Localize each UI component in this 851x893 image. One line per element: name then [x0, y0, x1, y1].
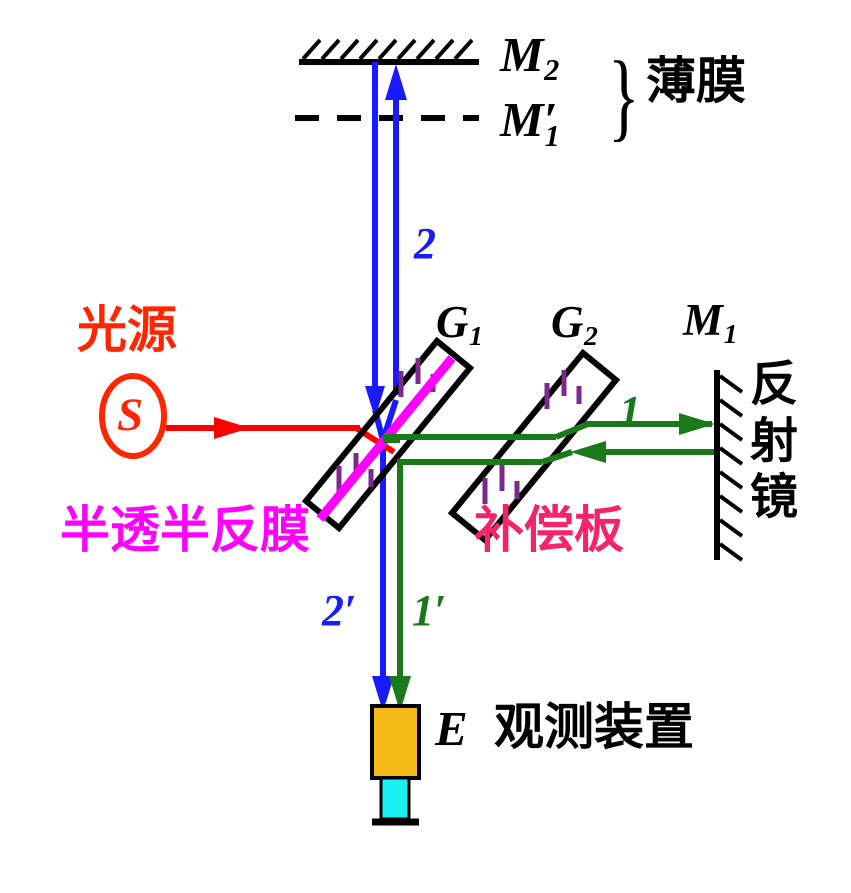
- label-compensator-plate: 补偿板: [474, 501, 624, 559]
- compensator-plate-g2: [447, 348, 621, 545]
- label-thin-film: 薄膜: [646, 52, 746, 110]
- label-reflector-mirror: 反 射 镜: [750, 356, 798, 526]
- label-beam-1: 1: [619, 387, 641, 436]
- label-compensator-g2: G2: [551, 297, 598, 353]
- label-mirror-m2: M2: [500, 27, 560, 88]
- label-beam-2-prime: 2′: [322, 586, 357, 635]
- reflector-char-1: 射: [750, 412, 799, 469]
- label-detector-text: 观测装置: [494, 698, 694, 756]
- mirror-m1: [714, 370, 744, 562]
- label-splitter-g1: G1: [436, 297, 483, 353]
- reflector-char-2: 镜: [750, 469, 799, 526]
- label-beam-2: 2: [414, 219, 436, 268]
- label-light-source: 光源: [77, 301, 177, 359]
- label-virtual-mirror-m1-prime: M′1: [500, 92, 560, 154]
- label-half-silvered-coating: 半透半反膜: [60, 501, 310, 559]
- brace-thin-film: }: [608, 42, 640, 152]
- detector-e: [370, 704, 421, 826]
- reflector-char-0: 反: [750, 356, 799, 412]
- glass-hatch-ticks-g2: [482, 370, 582, 504]
- beam-1-green: [383, 413, 715, 712]
- mirror-m2: [299, 38, 479, 65]
- label-beam-1-prime: 1′: [412, 586, 447, 635]
- label-mirror-m1: M1: [683, 295, 738, 351]
- label-detector-symbol: E: [435, 701, 468, 756]
- label-source-symbol: S: [117, 389, 144, 441]
